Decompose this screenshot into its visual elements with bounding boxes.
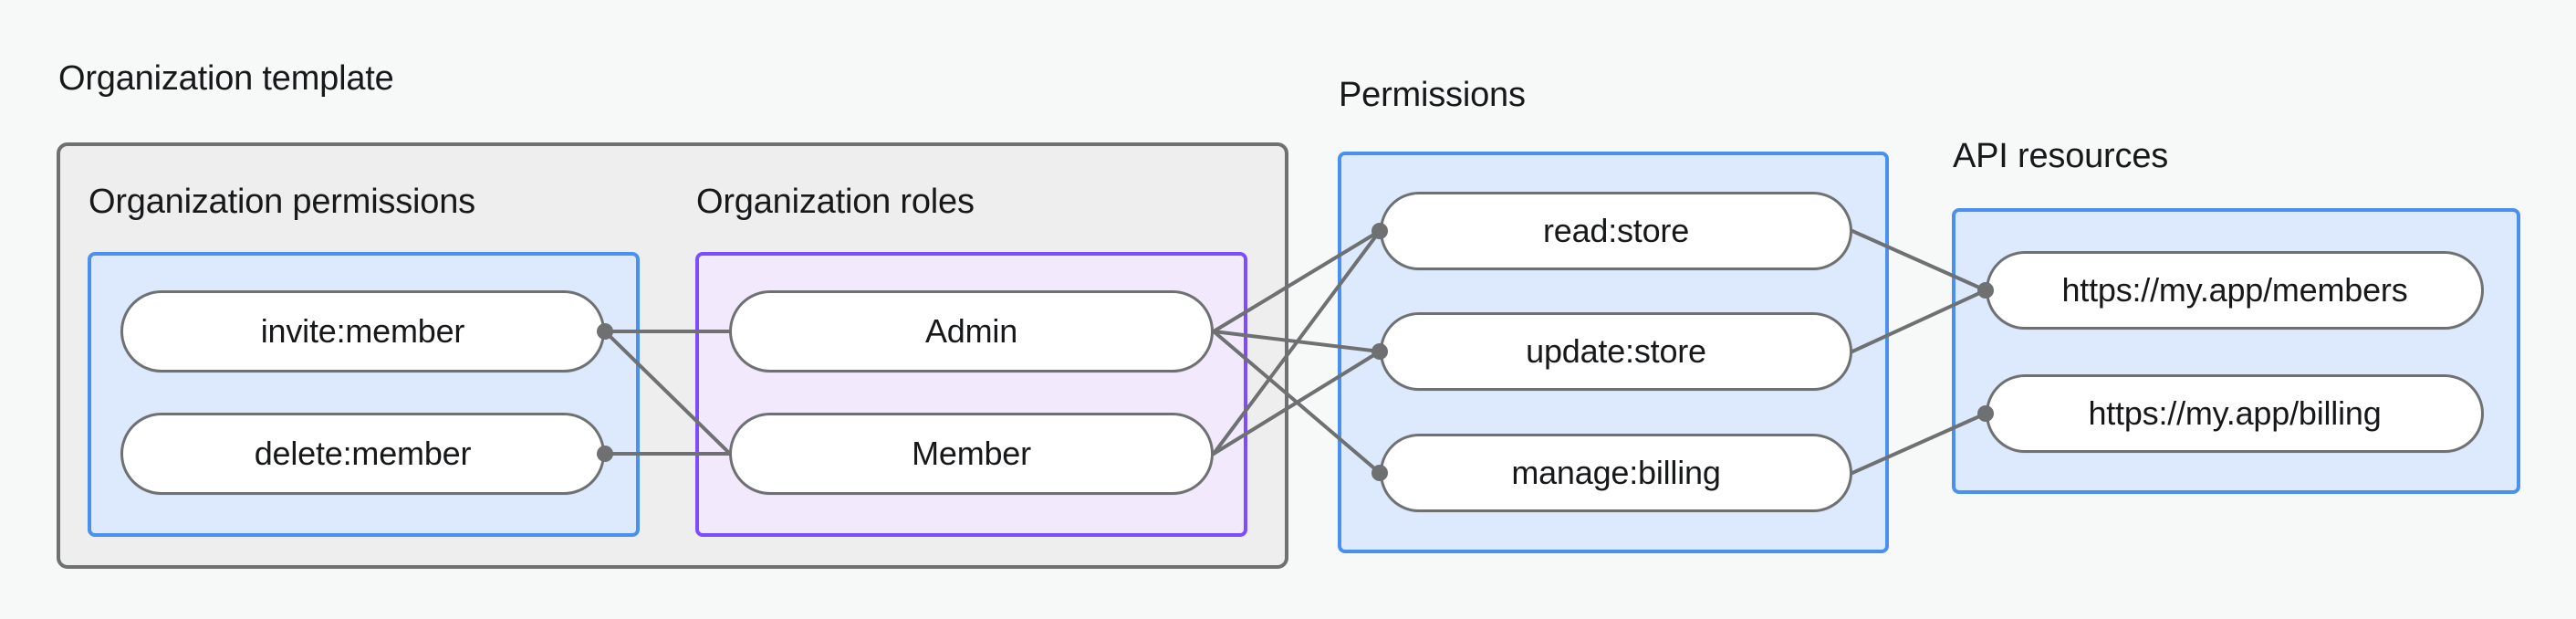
node-label: https://my.app/billing (2088, 394, 2382, 432)
node-label: Admin (924, 312, 1018, 350)
node-permission-update-store[interactable]: update:store (1380, 312, 1852, 391)
api-resources-title: API resources (1953, 137, 2169, 175)
organization-template-title: Organization template (58, 59, 394, 98)
node-role-member[interactable]: Member (729, 413, 1214, 495)
node-delete-member[interactable]: delete:member (120, 413, 605, 495)
connector-dot-billing-left (1977, 405, 1994, 422)
connector-dot-delete-member-right (597, 446, 613, 462)
node-api-resource-billing[interactable]: https://my.app/billing (1986, 374, 2484, 453)
node-permission-read-store[interactable]: read:store (1380, 192, 1852, 270)
node-label: https://my.app/members (2061, 271, 2408, 309)
organization-roles-title: Organization roles (696, 183, 975, 221)
node-role-admin[interactable]: Admin (729, 290, 1214, 372)
node-api-resource-members[interactable]: https://my.app/members (1986, 251, 2484, 330)
node-label: Member (912, 435, 1031, 472)
node-permission-manage-billing[interactable]: manage:billing (1380, 434, 1852, 512)
connector-dot-invite-member-right (597, 323, 613, 340)
connector-dot-members-left (1977, 282, 1994, 299)
node-label: read:store (1542, 212, 1690, 249)
node-label: manage:billing (1511, 454, 1721, 491)
node-label: delete:member (254, 435, 472, 472)
node-label: update:store (1526, 332, 1706, 370)
connector-dot-read-store-left (1371, 223, 1388, 239)
node-label: invite:member (260, 312, 465, 350)
node-invite-member[interactable]: invite:member (120, 290, 605, 372)
permissions-title: Permissions (1339, 76, 1526, 114)
organization-permissions-title: Organization permissions (89, 183, 475, 221)
connector-dot-manage-billing-left (1371, 465, 1388, 481)
connector-dot-update-store-left (1371, 343, 1388, 360)
